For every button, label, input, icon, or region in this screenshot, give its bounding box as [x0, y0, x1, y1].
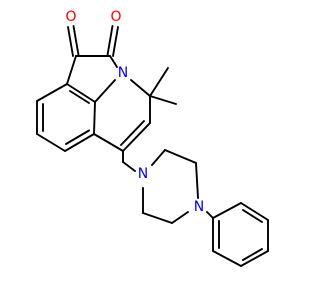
bond-c2-o2-a [112, 26, 119, 57]
bond-ph-inner-2 [242, 248, 263, 261]
bond-pip-c3-c4 [142, 212, 173, 224]
bond-c5-c6 [122, 122, 151, 152]
bond-c1-c9a [66, 55, 77, 85]
nitrogen-label-ring: N [118, 65, 128, 81]
bond-c9a-c9b-inner [69, 90, 90, 104]
bond-pip-c1-c2 [164, 149, 197, 164]
bond-pip-n1-c1 [151, 149, 166, 166]
oxygen-label-amide: O [110, 9, 121, 25]
bond-c7-c6a [64, 133, 95, 152]
atom-labels-group: O O N N N [65, 9, 204, 215]
bond-c4-me1 [149, 67, 169, 97]
structure-diagram: O O N N N [0, 0, 300, 300]
bond-c6a-c9b [93, 101, 96, 135]
nitrogen-label-piperazine-4: N [194, 199, 204, 215]
bond-c6-c6a [93, 133, 124, 152]
bond-c9b-n [94, 79, 116, 103]
bond-pip-c2-n4 [195, 162, 199, 199]
bonds-group [36, 25, 269, 267]
bond-ch2-n [122, 161, 136, 172]
bond-pip-n4-c3 [171, 211, 189, 224]
bond-c1-o1-a [67, 26, 74, 57]
bond-c5-c6-inner [120, 120, 145, 146]
bond-ph-4 [240, 250, 269, 267]
bond-ph-2 [240, 202, 269, 221]
bond-n4-phenyl [206, 211, 214, 219]
bond-c4-me2 [149, 95, 177, 105]
bond-c2-n [109, 55, 118, 68]
oxygen-label-ketone: O [65, 9, 76, 25]
bond-c9a-c9b [66, 83, 96, 103]
bond-c1-o1-b [72, 25, 80, 56]
bond-ph-1 [212, 202, 242, 219]
bond-c7-c6a-inner [65, 129, 90, 145]
bond-n-c4 [130, 79, 151, 97]
bond-ph-inner-1 [242, 209, 263, 223]
bond-c8-c7 [36, 133, 66, 152]
bond-c9a-c9 [36, 83, 68, 102]
nitrogen-label-piperazine-1: N [138, 166, 148, 182]
bond-ph-5 [212, 250, 242, 267]
bond-c2-o2-b [106, 25, 114, 56]
background [0, 0, 300, 300]
